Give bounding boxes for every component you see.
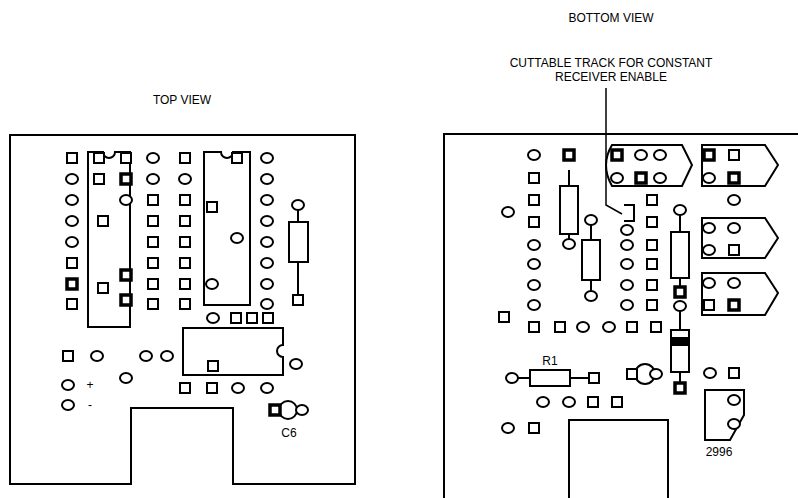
pads: [62, 150, 740, 433]
component-outline: [702, 218, 778, 258]
part-number: 2996: [706, 445, 733, 459]
ic-outline: [88, 152, 130, 327]
part-name: R1: [542, 354, 557, 368]
polarity-mark: -: [88, 398, 92, 412]
component-outline: [606, 145, 692, 186]
component-outline: [702, 145, 778, 186]
view-title: TOP VIEW: [153, 93, 211, 107]
polarity-mark: +: [86, 378, 93, 392]
ic-outline: [204, 152, 250, 305]
component-outline: [705, 390, 744, 440]
board-outline: [10, 135, 355, 484]
cuttable-track: [624, 205, 634, 221]
leader-line: [606, 88, 622, 214]
note-text: CUTTABLE TRACK FOR CONSTANT RECEIVER ENA…: [491, 56, 731, 84]
part-name: C6: [281, 426, 296, 440]
component-outline: [702, 273, 778, 315]
board-outline: [444, 134, 798, 498]
ic-outline: [183, 328, 283, 375]
view-title: BOTTOM VIEW: [568, 11, 653, 25]
